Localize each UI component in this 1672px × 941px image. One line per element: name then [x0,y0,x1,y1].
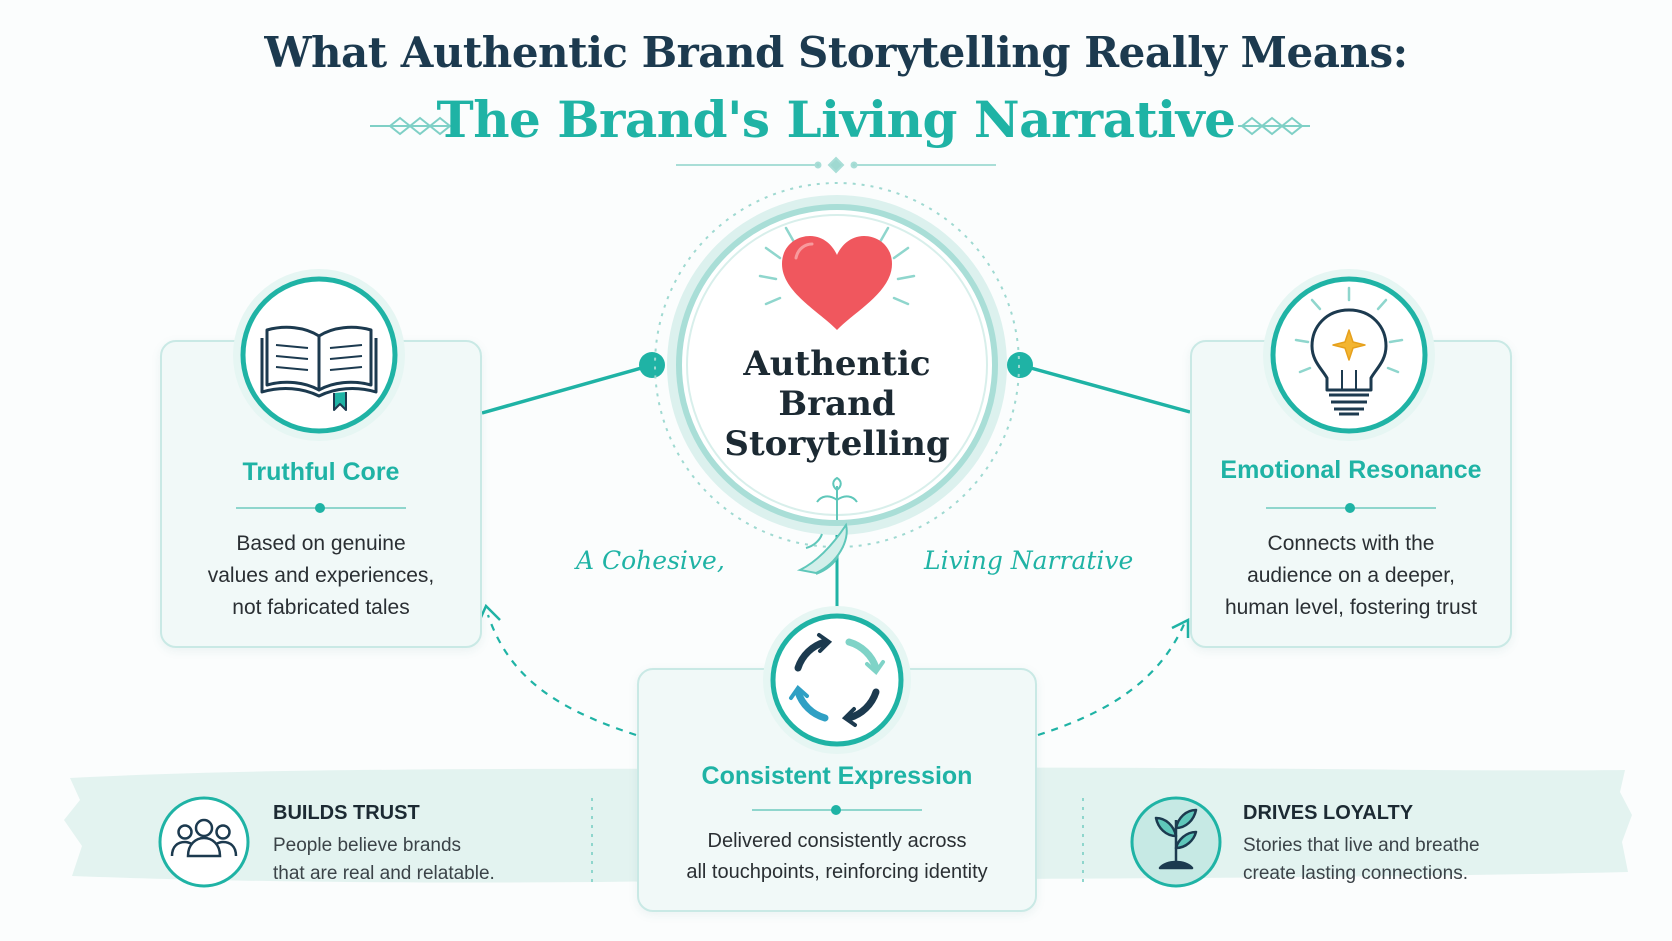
benefit-line: Stories that live and breathe [1243,835,1480,856]
caption-cohesive: A Cohesive, [576,546,725,575]
sprout-icon [1130,796,1222,888]
card-title: Truthful Core [242,458,400,486]
card-description: Based on genuine values and experiences,… [162,528,480,624]
connector-node-left [639,352,665,378]
benefit-title-trust: BUILDS TRUST [273,802,420,824]
card-emotional-resonance: Emotional Resonance Connects with the au… [1190,340,1512,648]
cycle-arrows-icon [789,633,885,727]
card-divider [236,502,406,514]
connector-left [481,363,653,415]
card-line: human level, fostering trust [1224,596,1478,619]
dashed-arrow-left [486,614,637,737]
benefit-line: that are real and relatable. [273,863,495,884]
card-divider [1266,502,1436,514]
card-line: Delivered consistently across [707,830,967,852]
left-laurel-ornament [370,116,452,136]
connector-right [1019,363,1191,414]
benefit-text-loyalty: Stories that live and breathe create las… [1243,832,1480,888]
benefit-title-loyalty: DRIVES LOYALTY [1243,802,1414,824]
central-title-line: Storytelling [724,424,950,464]
card-description: Delivered consistently across all touchp… [639,826,1035,888]
caption-living-narrative: Living Narrative [924,546,1134,575]
central-title-line: Authentic [743,344,931,384]
card-line: audience on a deeper, [1247,564,1455,587]
benefit-line: People believe brands [273,835,462,856]
right-laurel-ornament [1238,116,1310,136]
card-line: Based on genuine [236,532,406,555]
page-subtitle: The Brand's Living Narrative [436,90,1236,149]
card-title: Emotional Resonance [1220,456,1482,484]
heart-icon [758,226,916,330]
central-title: Authentic Brand Storytelling [700,344,974,464]
central-title-line: Brand [778,384,896,424]
lightbulb-icon [1310,308,1388,416]
people-icon [158,796,250,888]
card-description: Connects with the audience on a deeper, … [1192,528,1510,624]
card-line: all touchpoints, reinforcing identity [686,861,988,883]
sprig-icon [796,476,858,575]
card-line: Connects with the [1267,532,1435,555]
title-underline [676,156,996,174]
dashed-arrow-right [1037,621,1187,737]
cycle-icon-circle [763,606,911,754]
central-circle [654,182,1020,548]
card-consistent-expression: Consistent Expression Delivered consiste… [637,668,1037,912]
card-line: values and experiences, [207,564,435,587]
page-title: What Authentic Brand Storytelling Really… [264,28,1408,77]
card-line: not fabricated tales [232,596,410,619]
open-book-icon [260,325,378,411]
benefit-line: create lasting connections. [1243,863,1468,884]
card-title: Consistent Expression [701,762,973,790]
card-divider [752,804,922,816]
benefit-text-trust: People believe brands that are real and … [273,832,495,888]
